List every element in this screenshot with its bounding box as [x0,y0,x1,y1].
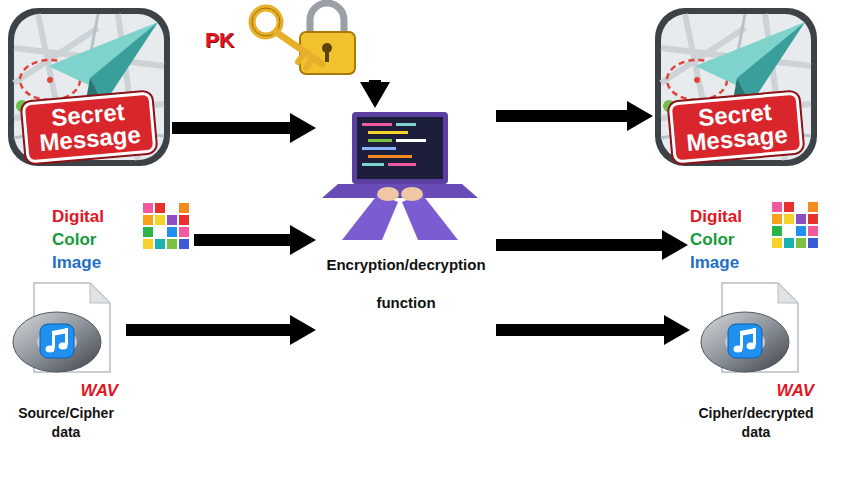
image-label-box: DigitalColorImage [690,205,822,278]
image-word: Color [690,228,822,251]
data-label: Source/Cipher data [8,404,124,442]
pixel-grid [143,203,189,249]
format-label: WAV [81,380,118,402]
flow-arrow [172,122,290,134]
image-word: Digital [690,205,822,228]
app-icon-box: Secret Message [8,8,170,167]
app-icon [655,8,817,166]
audio-file-box: WAVCipher/decrypted data [692,280,820,446]
badge-text: Secret Message [669,91,804,163]
data-label: Cipher/decrypted data [692,404,820,442]
laptop-illustration [322,112,478,240]
image-word: Color [52,228,192,251]
image-word: Image [690,251,822,274]
flow-arrow [496,324,664,336]
app-icon-box: Secret Message [655,8,817,167]
flow-arrow [496,239,662,251]
flow-arrow [369,80,381,82]
crypto-function-box: Encryption/decryption function [318,110,494,350]
image-word: Image [52,251,192,274]
flow-arrow [194,234,290,246]
flow-arrow [496,110,627,122]
pixel-grid [772,202,818,248]
key-label: PK [205,28,234,52]
app-icon [8,8,170,166]
audio-icon [701,283,798,372]
badge-text: Secret Message [22,91,157,163]
public-key-box: PK [205,2,385,78]
audio-file-box: WAVSource/Cipher data [8,280,124,446]
image-word: Digital [52,205,192,228]
flow-arrow [126,324,290,336]
audio-icon [13,283,110,372]
image-label-box: DigitalColorImage [52,205,192,278]
function-label: Encryption/decryption function [319,246,493,322]
key-lock [252,3,355,74]
format-label: WAV [777,380,814,402]
